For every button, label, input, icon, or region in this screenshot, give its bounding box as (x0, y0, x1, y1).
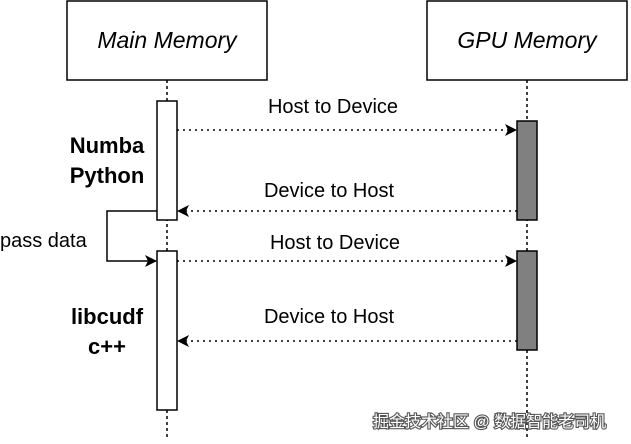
message-label-device-to-host-1: Device to Host (264, 180, 394, 202)
pass-data-arrow (106, 210, 157, 267)
gpu-activation-2 (516, 250, 538, 351)
message-label-host-to-device-2: Host to Device (270, 232, 400, 254)
participant-main-memory: Main Memory (66, 0, 268, 81)
main-memory-label: Main Memory (97, 27, 238, 53)
libcudf-label-line2: c++ (88, 334, 126, 359)
numba-label-line1: Numba (70, 133, 145, 158)
pass-data-label: pass data (0, 230, 88, 252)
libcudf-label-line1: libcudf (71, 304, 144, 329)
gpu-memory-label: GPU Memory (457, 27, 598, 53)
message-label-host-to-device-1: Host to Device (268, 96, 398, 118)
participant-gpu-memory: GPU Memory (426, 0, 628, 81)
main-activation-libcudf (156, 250, 178, 411)
gpu-activation-1 (516, 120, 538, 221)
main-activation-numba (156, 100, 178, 221)
watermark-text: 掘金技术社区 @ 数据智能老司机 (373, 413, 606, 431)
message-label-device-to-host-2: Device to Host (264, 306, 394, 328)
numba-label-line2: Python (70, 163, 145, 188)
